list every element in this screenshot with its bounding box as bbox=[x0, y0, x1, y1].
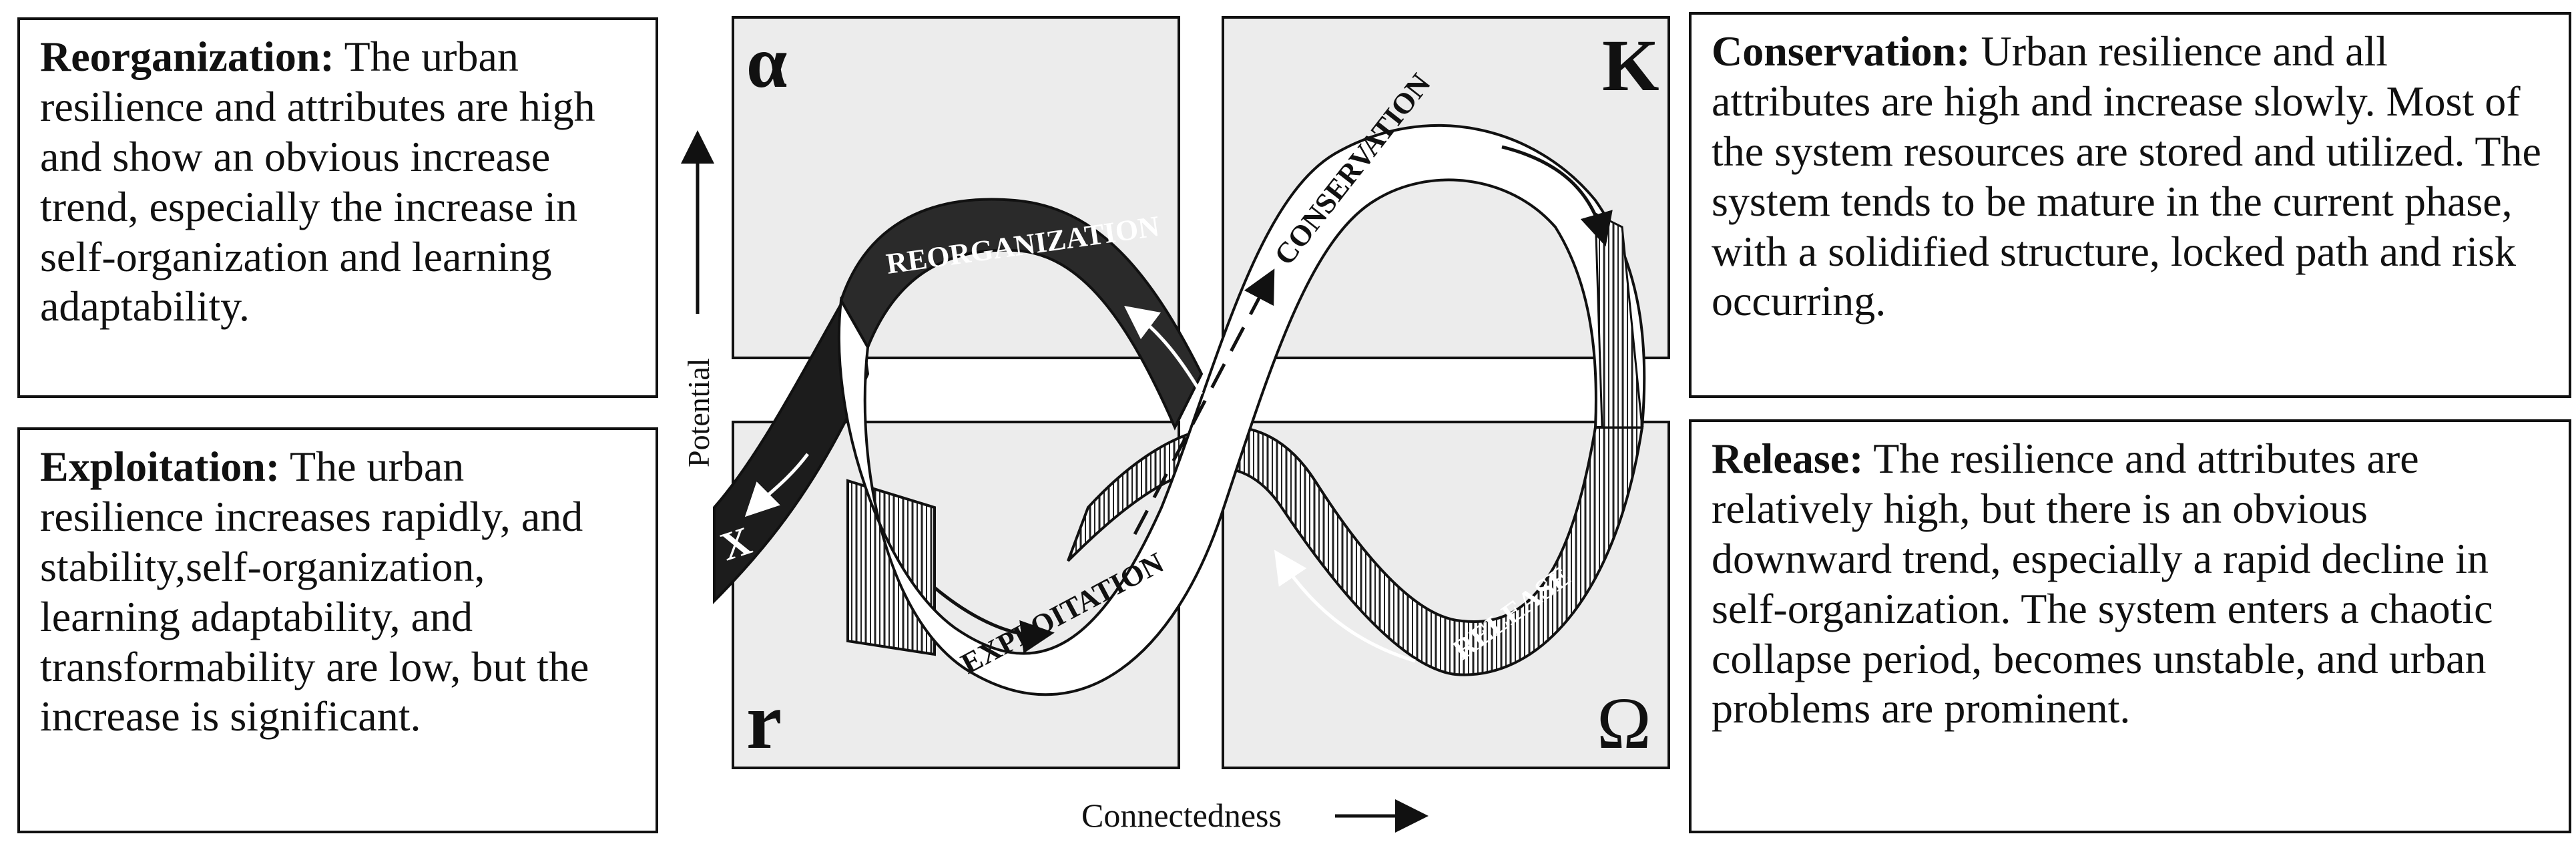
reorganization-band bbox=[839, 198, 1204, 431]
exit-flow-arrow bbox=[744, 453, 809, 517]
reorganization-flow-arrow bbox=[1124, 305, 1204, 395]
release-heading: Release: bbox=[1712, 435, 1864, 482]
omega-label: Ω bbox=[1597, 682, 1651, 764]
adaptive-cycle-diagram: α K r Ω REORGANIZATION CONSERVATION EXPL… bbox=[681, 16, 1670, 834]
conservation-heading: Conservation: bbox=[1712, 27, 1971, 75]
exploitation-fold bbox=[846, 479, 936, 656]
exploitation-description-box: Exploitation: The urban resilience incre… bbox=[17, 427, 658, 833]
exit-band bbox=[713, 276, 870, 604]
exploitation-flow-arrow bbox=[933, 586, 1055, 654]
kappa-label: K bbox=[1602, 25, 1659, 106]
r-label: r bbox=[746, 676, 782, 765]
reorganization-text: The urban resilience and attributes are … bbox=[40, 33, 595, 331]
release-description-box: Release: The resilience and attributes a… bbox=[1689, 419, 2571, 833]
alpha-label: α bbox=[746, 21, 787, 103]
connectedness-axis-label: Connectedness bbox=[1081, 797, 1282, 834]
middle-flow-arrow bbox=[1133, 268, 1275, 536]
conservation-edge-hatch bbox=[1594, 212, 1643, 429]
reorganization-description-box: Reorganization: The urban resilience and… bbox=[17, 17, 658, 398]
reorganization-heading: Reorganization: bbox=[40, 33, 334, 80]
release-flow-arrow bbox=[1274, 550, 1416, 663]
exploitation-heading: Exploitation: bbox=[40, 443, 280, 490]
conservation-flow-arrow bbox=[1501, 145, 1613, 247]
exploitation-conservation-band bbox=[838, 124, 1646, 696]
potential-axis-label: Potential bbox=[682, 358, 716, 467]
exploitation-text: The urban resilience increases rapidly, … bbox=[40, 443, 589, 740]
release-text: The resilience and attributes are relati… bbox=[1712, 435, 2493, 732]
conservation-text: Urban resilience and all attributes are … bbox=[1712, 27, 2541, 325]
conservation-description-box: Conservation: Urban resilience and all a… bbox=[1689, 12, 2571, 398]
